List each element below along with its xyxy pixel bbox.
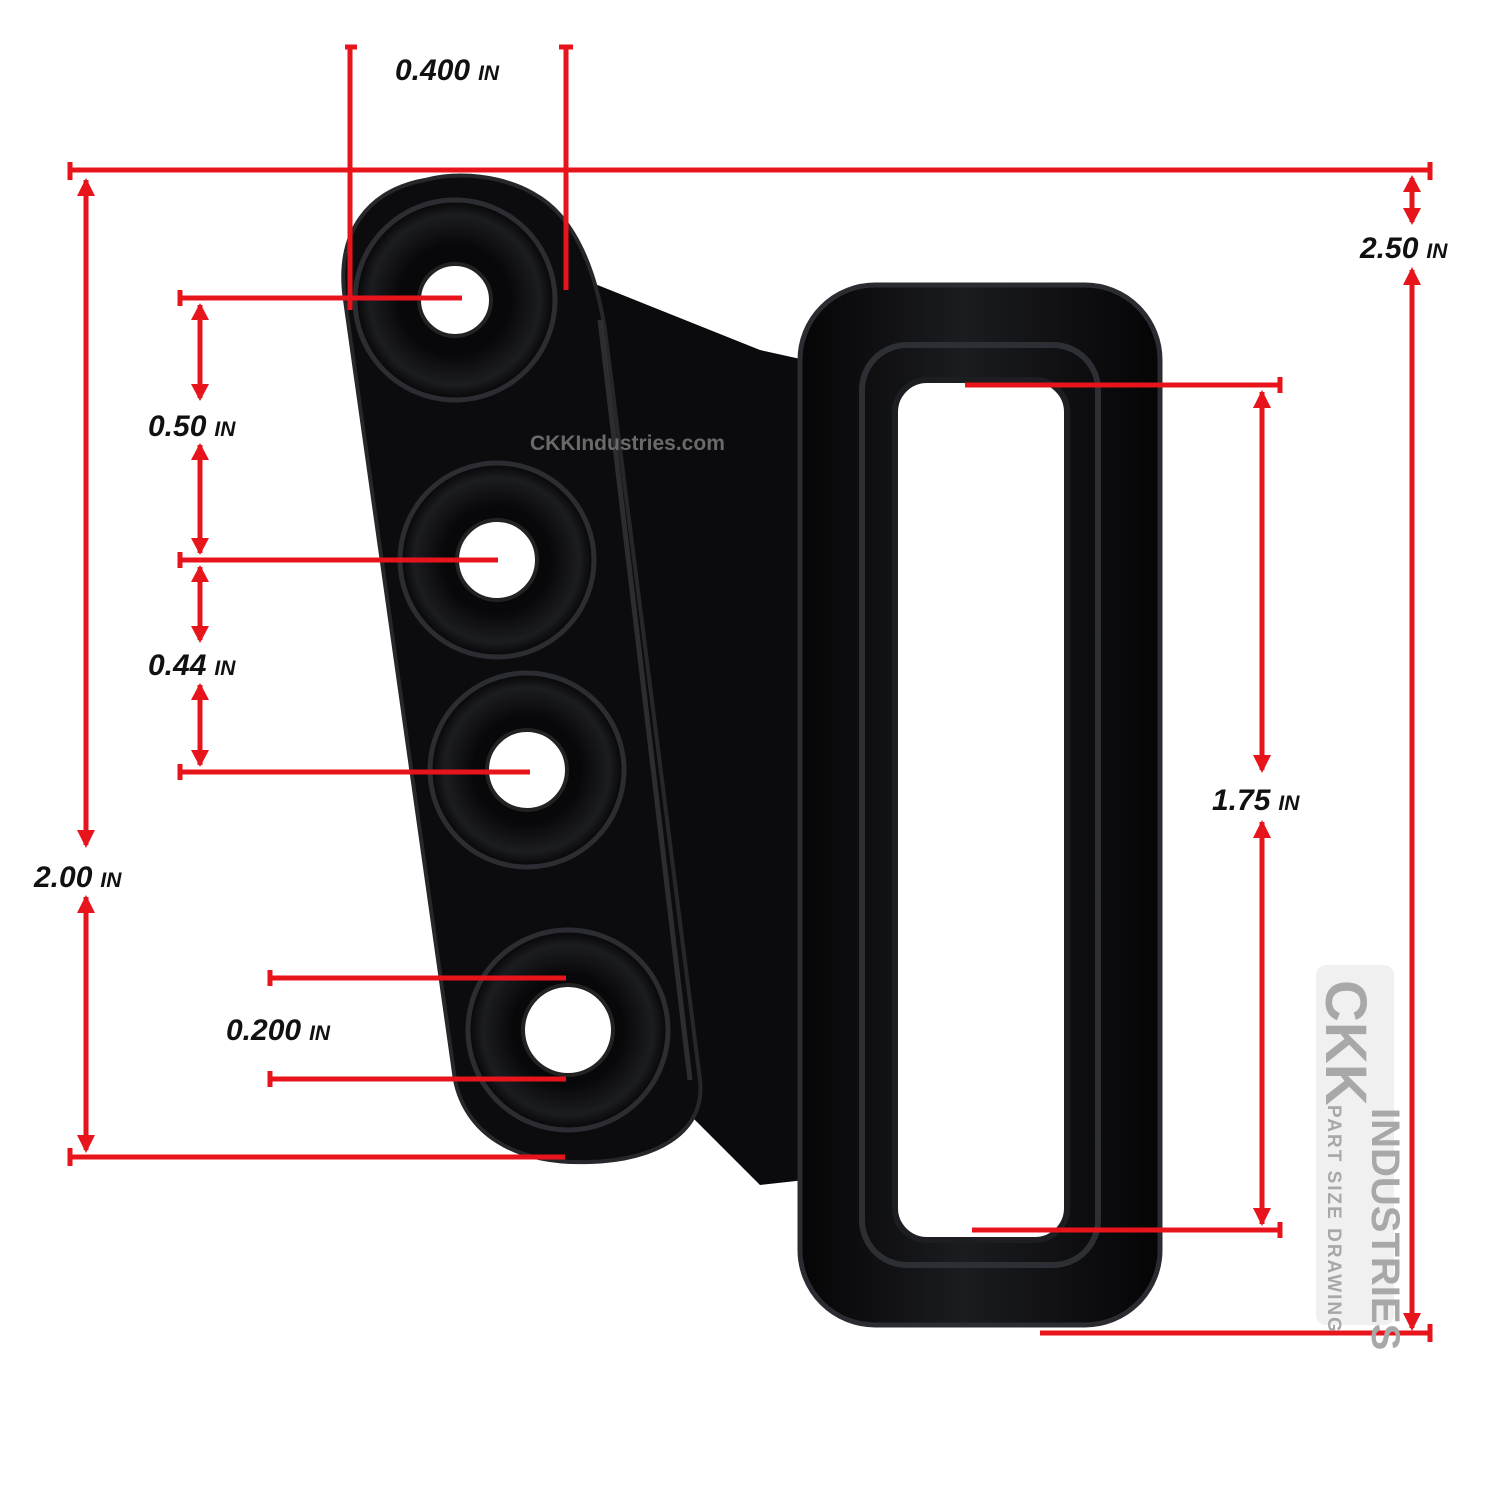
- watermark-text: CKKIndustries.com: [530, 432, 725, 455]
- logo-background: [1316, 965, 1394, 1325]
- slot-opening: [892, 377, 1070, 1243]
- brand-logo: CKK INDUSTRIES PART SIZE DRAWING: [1313, 965, 1407, 1350]
- logo-line1: CKK: [1313, 980, 1378, 1106]
- logo-line3: PART SIZE DRAWING: [1323, 1105, 1344, 1334]
- dimension-lines: [67, 44, 1433, 1342]
- hole-4: [465, 927, 671, 1133]
- buckle-part: [341, 173, 1163, 1328]
- logo-line2: INDUSTRIES: [1363, 1108, 1407, 1350]
- slot-frame-inner-ridge: [859, 342, 1101, 1268]
- hole-bar-edge-highlight: [597, 319, 693, 1081]
